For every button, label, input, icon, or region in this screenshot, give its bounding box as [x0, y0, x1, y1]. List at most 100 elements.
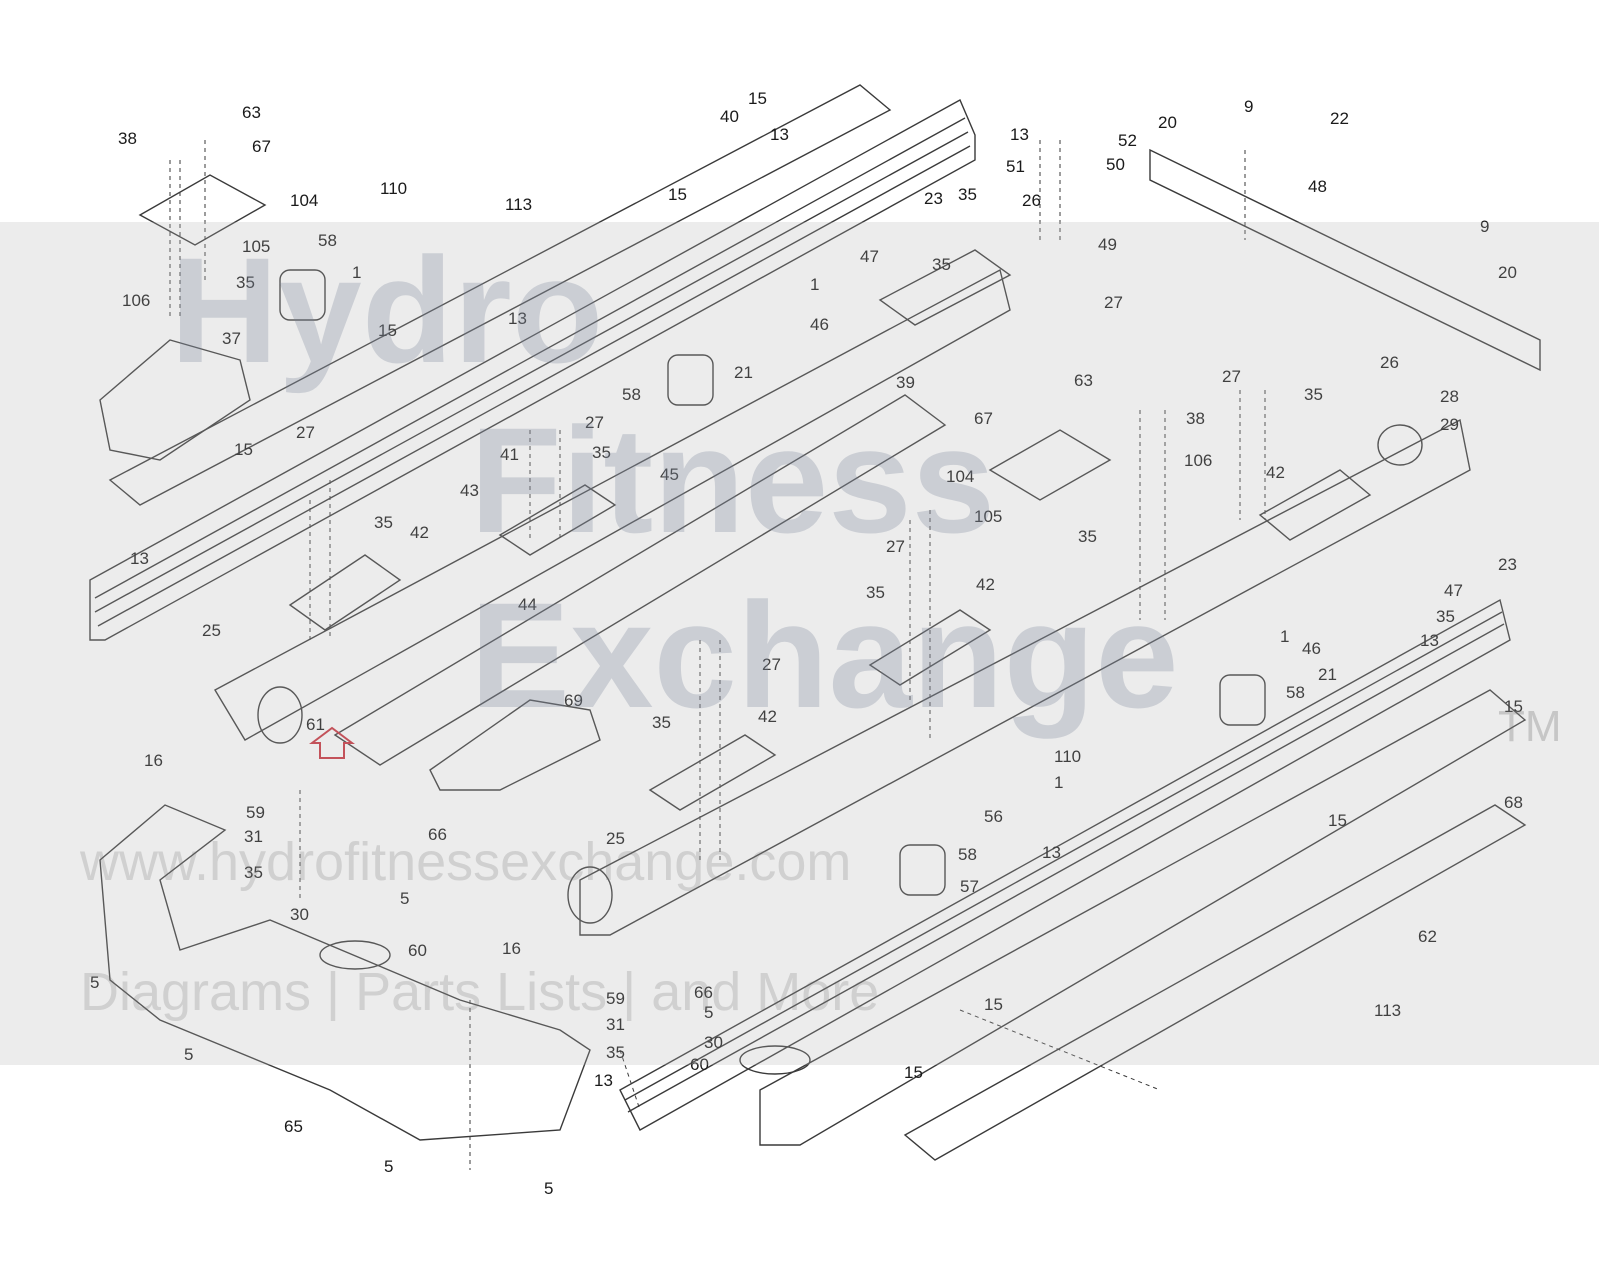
callout-58: 58 [1286, 683, 1305, 702]
right-top-cap [759, 689, 1527, 1146]
callout-58: 58 [318, 231, 337, 250]
callout-27: 27 [585, 413, 604, 432]
callout-27: 27 [762, 655, 781, 674]
left-top-cap [108, 84, 892, 506]
callout-62: 62 [1418, 927, 1437, 946]
callout-60: 60 [690, 1055, 709, 1074]
bracket-42-a [288, 554, 402, 631]
callout-5: 5 [90, 973, 99, 992]
callout-69: 69 [564, 691, 583, 710]
callout-20: 20 [1158, 113, 1177, 132]
callout-21: 21 [1318, 665, 1337, 684]
callout-9: 9 [1480, 217, 1489, 236]
callout-35: 35 [932, 255, 951, 274]
callout-63: 63 [1074, 371, 1093, 390]
callout-16: 16 [144, 751, 163, 770]
callout-15: 15 [234, 440, 253, 459]
callout-66: 66 [694, 983, 713, 1002]
rear-frame-rail [214, 268, 1011, 741]
front-roller-2 [567, 866, 613, 924]
left-rail-ribs [94, 117, 971, 627]
callout-5: 5 [184, 1045, 193, 1064]
callout-42: 42 [1266, 463, 1285, 482]
callout-1: 1 [352, 263, 361, 282]
foot-60-a [319, 940, 391, 970]
callout-58: 58 [958, 845, 977, 864]
callout-25: 25 [202, 621, 221, 640]
isolator-58-a [279, 269, 326, 321]
callout-13: 13 [1010, 125, 1029, 144]
callout-61: 61 [306, 715, 325, 734]
callout-35: 35 [236, 273, 255, 292]
watermark-trademark: TM [1498, 702, 1562, 751]
frame-drawing [89, 84, 1541, 1170]
isolator-58-d [899, 844, 946, 896]
callout-42: 42 [976, 575, 995, 594]
callout-35: 35 [1304, 385, 1323, 404]
callout-37: 37 [222, 329, 241, 348]
front-frame-rail [579, 418, 1471, 936]
callout-13: 13 [1042, 843, 1061, 862]
callout-68: 68 [1504, 793, 1523, 812]
watermark-band [0, 222, 1599, 1065]
callout-20: 20 [1498, 263, 1517, 282]
callout-15: 15 [984, 995, 1003, 1014]
bracket-42-c [868, 609, 992, 686]
callout-15: 15 [904, 1063, 923, 1082]
watermark-brand-line2: Fitness [470, 396, 996, 564]
callout-51: 51 [1006, 157, 1025, 176]
callout-47: 47 [860, 247, 879, 266]
watermark-tagline: Diagrams | Parts Lists | and More [80, 962, 880, 1022]
callout-31: 31 [244, 827, 263, 846]
callout-5: 5 [704, 1003, 713, 1022]
callout-38: 38 [1186, 409, 1205, 428]
plate-104-l [138, 174, 267, 246]
callout-27: 27 [296, 423, 315, 442]
callout-48: 48 [1308, 177, 1327, 196]
callout-35: 35 [866, 583, 885, 602]
callout-104: 104 [946, 467, 974, 486]
callout-15: 15 [1328, 811, 1347, 830]
callout-35: 35 [1078, 527, 1097, 546]
callout-66: 66 [428, 825, 447, 844]
callout-42: 42 [410, 523, 429, 542]
callout-9: 9 [1244, 97, 1253, 116]
deck-plate-39 [333, 394, 947, 766]
callout-22: 22 [1330, 109, 1349, 128]
callout-41: 41 [500, 445, 519, 464]
callout-27: 27 [886, 537, 905, 556]
callout-1: 1 [1280, 627, 1289, 646]
callout-59: 59 [246, 803, 265, 822]
front-roller [257, 686, 303, 744]
alignment-lines [169, 140, 1266, 1170]
callout-13: 13 [770, 125, 789, 144]
callout-110: 110 [1054, 747, 1081, 766]
bracket-42-d [648, 734, 777, 811]
bracket-42-f [878, 249, 1012, 326]
callout-56: 56 [984, 807, 1003, 826]
callout-30: 30 [704, 1033, 723, 1052]
callout-45: 45 [660, 465, 679, 484]
callout-16: 16 [502, 939, 521, 958]
callout-35: 35 [606, 1043, 625, 1062]
isolator-58-b [667, 354, 714, 406]
callout-38: 38 [118, 129, 137, 148]
bracket-42-e [1258, 469, 1372, 541]
callout-67: 67 [252, 137, 271, 156]
callout-13: 13 [1420, 631, 1439, 650]
callout-15: 15 [748, 89, 767, 108]
isolator-58-c [1219, 674, 1266, 726]
end-cap-37 [99, 339, 251, 461]
callout-13: 13 [594, 1071, 613, 1090]
callout-113: 113 [1374, 1001, 1401, 1020]
callout-13: 13 [508, 309, 527, 328]
callout-58: 58 [622, 385, 641, 404]
callout-27: 27 [1222, 367, 1241, 386]
right-side-rail [619, 598, 1511, 1131]
rear-roller [1377, 424, 1423, 466]
callout-60: 60 [408, 941, 427, 960]
callout-104: 104 [290, 191, 318, 210]
callout-57: 57 [960, 877, 979, 896]
callout-39: 39 [896, 373, 915, 392]
